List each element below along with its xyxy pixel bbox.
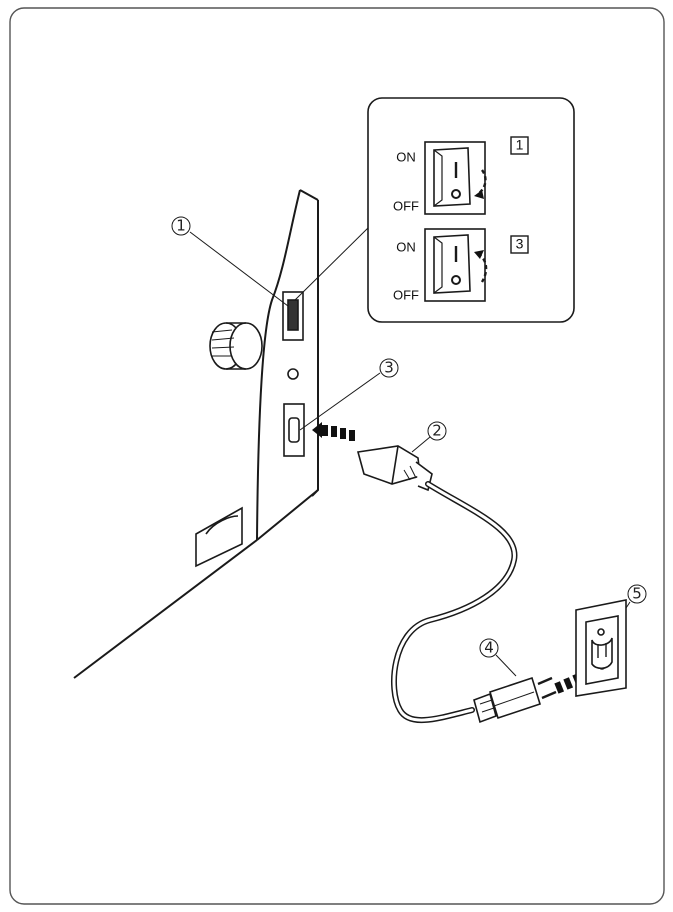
machine-lower-slot xyxy=(195,506,243,568)
callout-4: 4 xyxy=(479,638,499,658)
callout-4-label: 4 xyxy=(484,639,494,657)
switch-inset-panel: ON OFF 1 ON OFF 3 xyxy=(367,97,575,323)
machine-indicator-hole xyxy=(287,368,299,380)
callout-5-label: 5 xyxy=(632,585,642,603)
insert-arrow-machine xyxy=(312,422,355,441)
wall-outlet-icon xyxy=(575,599,627,697)
wall-plug-icon xyxy=(473,676,557,724)
top-on-label: ON xyxy=(396,149,416,164)
machine-body xyxy=(73,189,319,679)
top-off-label: OFF xyxy=(393,198,419,213)
callout-2-label: 2 xyxy=(432,422,442,440)
bottom-on-label: ON xyxy=(396,239,416,254)
handwheel-knob-icon xyxy=(209,322,263,370)
top-step-number: 1 xyxy=(516,137,524,153)
callout-5: 5 xyxy=(627,584,647,604)
callout-3-label: 3 xyxy=(384,359,394,377)
callout-2: 2 xyxy=(427,421,447,441)
inset-switch-off-to-on: ON OFF 3 xyxy=(393,228,529,302)
inset-switch-on-to-off: ON OFF 1 xyxy=(393,136,529,215)
callout-3: 3 xyxy=(379,358,399,378)
bottom-off-label: OFF xyxy=(393,287,419,302)
bottom-step-number: 3 xyxy=(516,236,524,252)
machine-power-switch xyxy=(282,291,304,341)
callout-1-label: 1 xyxy=(176,217,186,235)
callout-1: 1 xyxy=(171,216,191,236)
machine-socket xyxy=(283,403,305,457)
